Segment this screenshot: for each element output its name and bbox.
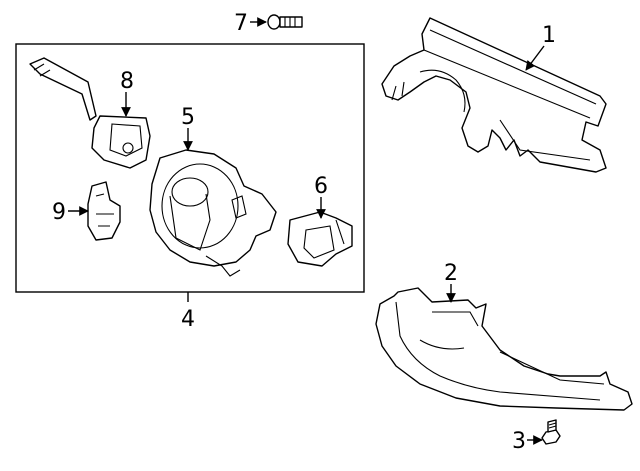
callout-3-label: 3 <box>512 429 526 454</box>
callout-9-label: 9 <box>52 200 66 225</box>
assembly-frame <box>15 43 365 293</box>
part-1-upper-column-cover <box>381 17 607 173</box>
part-8-switch-lever <box>29 57 151 169</box>
part-6-switch-module <box>287 211 353 267</box>
callout-4-label: 4 <box>181 307 195 332</box>
part-7-bolt <box>267 14 303 30</box>
callout-6-label: 6 <box>314 174 328 199</box>
part-5-clockspring <box>149 149 277 277</box>
part-9-sensor <box>87 181 121 241</box>
part-3-screw <box>541 419 561 445</box>
callout-1-label: 1 <box>542 23 556 48</box>
callout-2-label: 2 <box>444 261 458 286</box>
callout-8-label: 8 <box>120 69 134 94</box>
callout-7-label: 7 <box>234 11 248 36</box>
callout-5-label: 5 <box>181 105 195 130</box>
part-2-lower-column-cover <box>375 287 633 411</box>
callout-1-leader <box>525 45 545 71</box>
